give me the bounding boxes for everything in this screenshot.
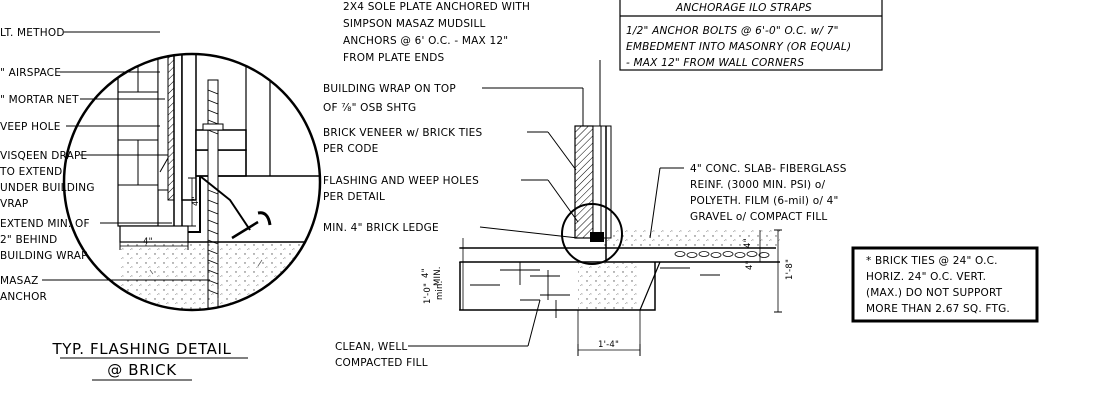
label-sole-plate-4: FROM PLATE ENDS bbox=[343, 52, 445, 64]
label-flashing-2: PER DETAIL bbox=[323, 191, 385, 203]
label-slab-2: REINF. (3000 MIN. PSI) o/ bbox=[690, 179, 826, 191]
label-anchor: ANCHOR bbox=[0, 291, 47, 303]
anchor-box-line-3: - MAX 12" FROM WALL CORNERS bbox=[626, 57, 804, 69]
brick-veneer bbox=[117, 54, 159, 227]
dim-slab-4: 4" bbox=[743, 238, 753, 248]
center-dimension-labels: 4" MIN. 1'-0" min. 4" 4" 1'-8" 1'-4" bbox=[421, 238, 795, 350]
center-labels-left: 2X4 SOLE PLATE ANCHORED WITH SIMPSON MAS… bbox=[323, 1, 584, 369]
label-slab-3: POLYETH. FILM (6-mil) o/ 4" bbox=[690, 195, 839, 207]
dim-min4-a: 4" bbox=[421, 268, 431, 278]
label-sole-plate-2: SIMPSON MASAZ MUDSILL bbox=[343, 18, 486, 30]
anchor-box-line-2: EMBEDMENT INTO MASONRY (OR EQUAL) bbox=[626, 41, 851, 53]
anchor-box-line-1: 1/2" ANCHOR BOLTS @ 6'-0" O.C. w/ 7" bbox=[626, 25, 839, 37]
label-brick-ledge: MIN. 4" BRICK LEDGE bbox=[323, 222, 439, 234]
label-airspace: " AIRSPACE bbox=[0, 67, 61, 79]
label-extend-3: BUILDING WRAP bbox=[0, 250, 88, 262]
dim-slab-4b: 4" bbox=[745, 260, 755, 270]
dim-footing-a: 1'-0" bbox=[423, 283, 433, 304]
dim-min4-b: MIN. bbox=[433, 266, 443, 286]
dim-footing-b: min. bbox=[435, 280, 445, 300]
label-building-wrap-1: BUILDING WRAP ON TOP bbox=[323, 83, 456, 95]
label-building-wrap-2: OF ⅞" OSB SHTG bbox=[323, 102, 416, 114]
anchor-note-box: ANCHORAGE ILO STRAPS 1/2" ANCHOR BOLTS @… bbox=[619, 0, 883, 71]
note-line-1: * BRICK TIES @ 24" O.C. bbox=[866, 255, 998, 267]
label-visqeen-3: UNDER BUILDING bbox=[0, 182, 95, 194]
foundation-section bbox=[459, 60, 782, 356]
label-weep-hole: VEEP HOLE bbox=[0, 121, 61, 133]
label-brick-veneer-1: BRICK VENEER w/ BRICK TIES bbox=[323, 127, 482, 139]
note-line-3: (MAX.) DO NOT SUPPORT bbox=[866, 287, 1003, 299]
label-extend-2: 2" BEHIND bbox=[0, 234, 57, 246]
label-slab-4: GRAVEL o/ COMPACT FILL bbox=[690, 211, 827, 223]
note-line-2: HORIZ. 24" O.C. VERT. bbox=[866, 271, 986, 283]
note-line-4: MORE THAN 2.67 SQ. FTG. bbox=[866, 303, 1010, 315]
dim-4-horizontal: 4" bbox=[143, 237, 153, 247]
label-masaz: MASAZ bbox=[0, 275, 38, 287]
brick-ties-note-box: * BRICK TIES @ 24" O.C. HORIZ. 24" O.C. … bbox=[851, 246, 1039, 323]
label-flashing-1: FLASHING AND WEEP HOLES bbox=[323, 175, 479, 187]
dim-4-vertical: 4" bbox=[191, 196, 201, 206]
detail-title: TYP. FLASHING DETAIL @ BRICK bbox=[51, 340, 248, 381]
title-line-2: @ BRICK bbox=[107, 361, 177, 379]
label-compacted-fill-2: COMPACTED FILL bbox=[335, 357, 428, 369]
title-line-1: TYP. FLASHING DETAIL bbox=[51, 340, 231, 358]
label-brick-veneer-2: PER CODE bbox=[323, 143, 379, 155]
dim-width: 1'-4" bbox=[598, 340, 619, 350]
dim-depth: 1'-8" bbox=[785, 259, 795, 280]
label-visqeen-2: TO EXTEND bbox=[0, 166, 62, 178]
anchor-box-heading: ANCHORAGE ILO STRAPS bbox=[675, 2, 812, 14]
label-slab-1: 4" CONC. SLAB- FIBERGLASS bbox=[690, 163, 847, 175]
label-sole-plate-1: 2X4 SOLE PLATE ANCHORED WITH bbox=[343, 1, 530, 13]
label-visqeen-4: VRAP bbox=[0, 198, 28, 210]
label-compacted-fill-1: CLEAN, WELL bbox=[335, 341, 407, 353]
label-sole-plate-3: ANCHORS @ 6' O.C. - MAX 12" bbox=[343, 35, 508, 47]
left-detail-labels: LT. METHOD " AIRSPACE " MORTAR NET VEEP … bbox=[0, 27, 210, 303]
center-labels-right: 4" CONC. SLAB- FIBERGLASS REINF. (3000 M… bbox=[649, 163, 847, 239]
label-extend-1: EXTEND MIN. OF bbox=[0, 218, 90, 230]
label-mortar-net: " MORTAR NET bbox=[0, 94, 79, 106]
label-alt-method: LT. METHOD bbox=[0, 27, 65, 39]
label-visqeen-1: VISQEEN DRAPE bbox=[0, 150, 87, 162]
